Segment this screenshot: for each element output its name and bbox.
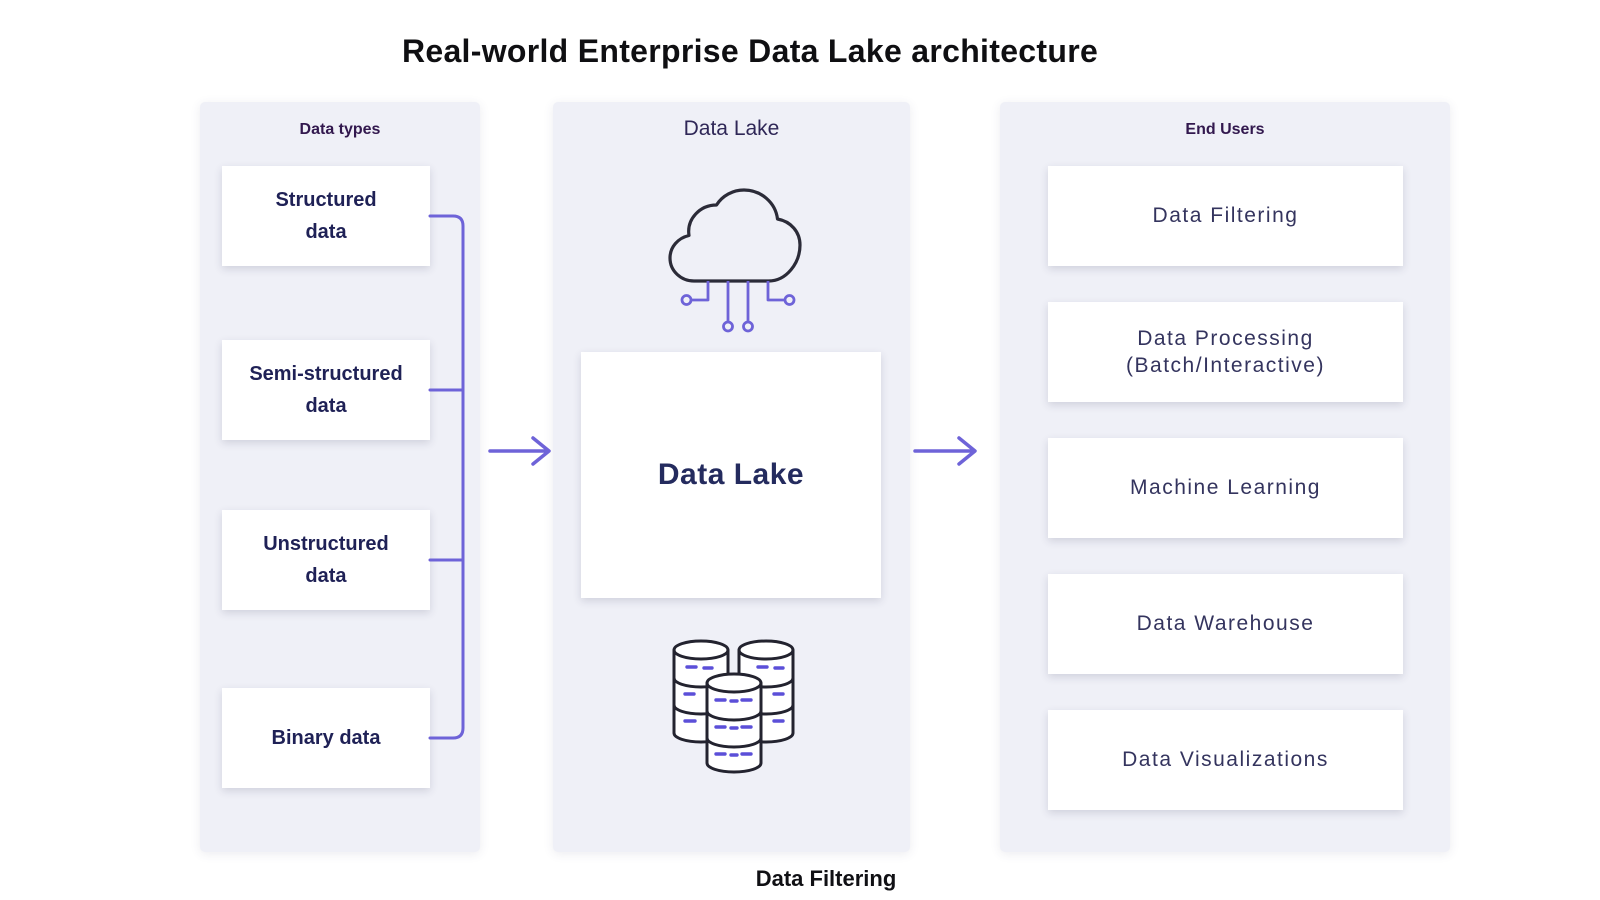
data-type-box-structured: Structured data [222, 166, 430, 266]
end-user-label: Data Filtering [1152, 204, 1299, 228]
data-lake-box: Data Lake [581, 352, 881, 598]
database-stack-icon [672, 639, 795, 774]
end-user-box-machine-learning: Machine Learning [1048, 438, 1403, 538]
end-user-label: Machine Learning [1130, 476, 1321, 500]
data-type-box-unstructured: Unstructured data [222, 510, 430, 610]
end-user-box-data-warehouse: Data Warehouse [1048, 574, 1403, 674]
cloud-network-icon [668, 188, 802, 333]
data-lake-box-label: Data Lake [657, 458, 805, 491]
panel-data-types: Data types Structured data Semi-structur… [200, 102, 480, 852]
panel-end-users: End Users Data Filtering Data Processing… [1000, 102, 1450, 852]
data-lake-header: Data Lake [683, 117, 780, 140]
end-user-label: Data Warehouse [1136, 612, 1315, 636]
data-types-header: Data types [299, 121, 381, 138]
data-type-label: Binary data [271, 727, 381, 749]
arrow-right-icon [913, 436, 977, 466]
data-type-box-binary: Binary data [222, 688, 430, 788]
data-type-box-semi-structured: Semi-structured data [222, 340, 430, 440]
data-type-label: Structured data [275, 189, 377, 243]
arrow-right-icon [488, 436, 551, 466]
footer-label: Data Filtering [755, 866, 897, 891]
end-user-label: Data Visualizations [1122, 748, 1329, 772]
panel-data-lake: Data Lake Data Lake [553, 102, 910, 852]
data-type-label: Semi-structured data [249, 363, 403, 417]
end-user-box-data-filtering: Data Filtering [1048, 166, 1403, 266]
end-user-box-data-visualizations: Data Visualizations [1048, 710, 1403, 810]
data-type-label: Unstructured data [263, 533, 389, 587]
end-user-box-data-processing: Data Processing (Batch/Interactive) [1048, 302, 1403, 402]
page-title: Real-world Enterprise Data Lake architec… [401, 33, 1099, 69]
end-users-header: End Users [1185, 121, 1265, 138]
end-user-label: Data Processing (Batch/Interactive) [1126, 326, 1325, 377]
